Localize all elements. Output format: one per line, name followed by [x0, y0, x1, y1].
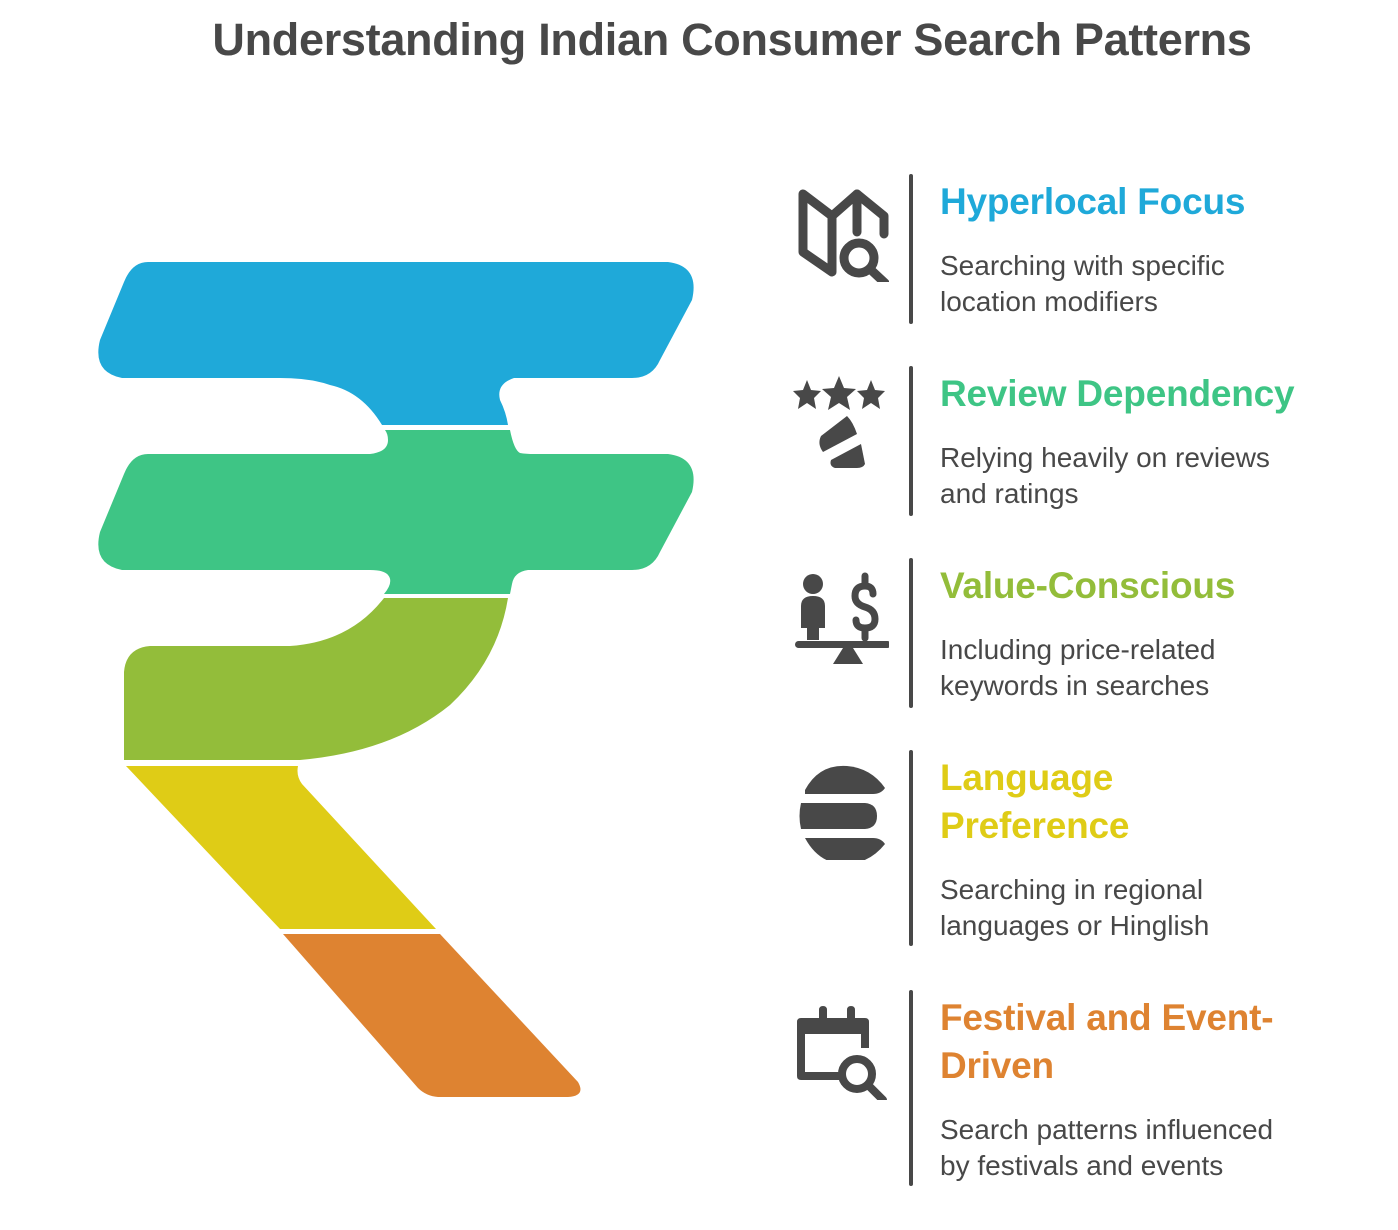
- stars-rating-icon: [793, 376, 885, 468]
- item-description: Searching in regional languages or Hingl…: [940, 874, 1210, 941]
- value-balance-icon: [795, 572, 889, 664]
- rupee-segment-hyperlocal: [98, 262, 694, 425]
- rupee-symbol-graphic: [98, 262, 694, 1097]
- page-title: Understanding Indian Consumer Search Pat…: [212, 14, 1252, 65]
- item-description: Searching with specific location modifie…: [940, 250, 1225, 317]
- divider: [909, 558, 913, 708]
- divider: [909, 174, 913, 324]
- item-heading: Language Preference: [940, 757, 1130, 846]
- map-search-icon: [798, 189, 889, 282]
- language-icon: [799, 765, 885, 860]
- divider: [909, 750, 913, 946]
- item-heading: Festival and Event- Driven: [940, 997, 1274, 1086]
- divider: [909, 366, 913, 516]
- rupee-segment-language: [126, 766, 436, 929]
- item-description: Search patterns influenced by festivals …: [940, 1114, 1274, 1181]
- item-heading: Value-Conscious: [940, 565, 1236, 606]
- divider: [909, 990, 913, 1186]
- rupee-segment-review: [98, 430, 694, 594]
- rupee-segment-value: [124, 598, 508, 760]
- calendar-search-icon: [797, 1006, 887, 1100]
- item-description: Including price-related keywords in sear…: [940, 634, 1216, 701]
- item-heading: Hyperlocal Focus: [940, 181, 1246, 222]
- rupee-segment-festival: [283, 934, 581, 1097]
- item-description: Relying heavily on reviews and ratings: [940, 442, 1270, 509]
- item-heading: Review Dependency: [940, 373, 1295, 414]
